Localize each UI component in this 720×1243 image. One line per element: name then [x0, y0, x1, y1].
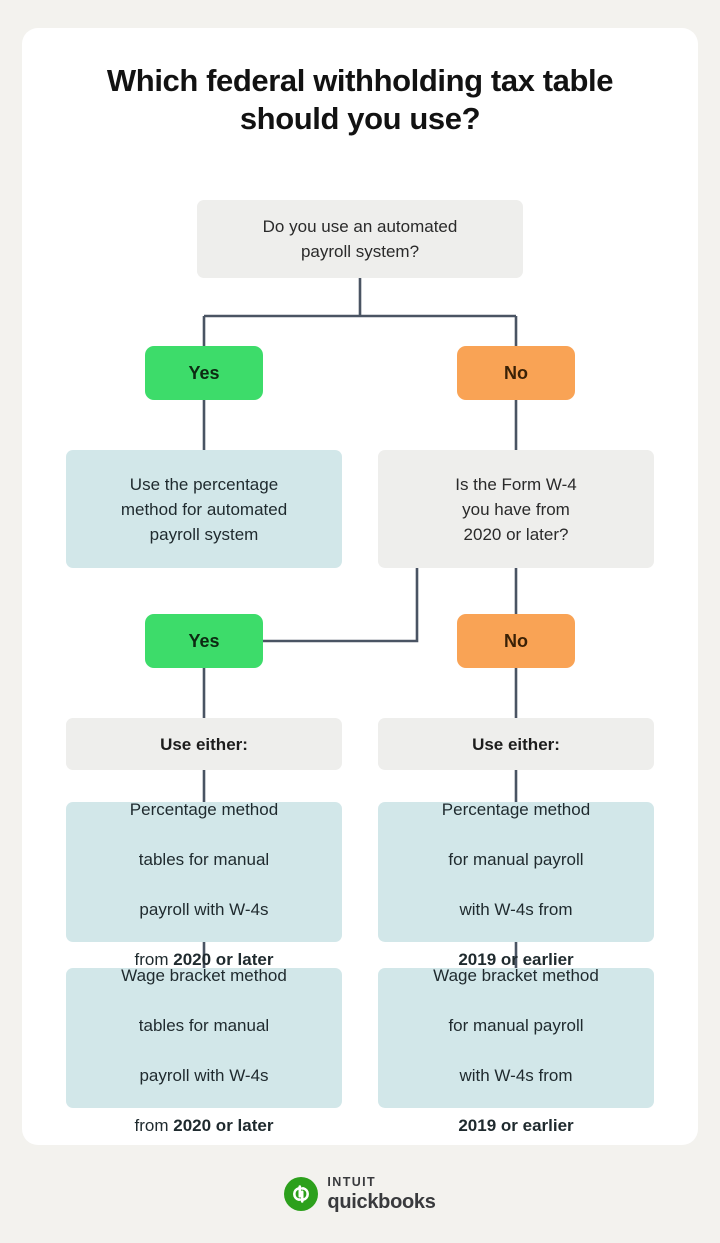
node-use-either-left: Use either: — [66, 718, 342, 770]
emphasis: 2019 or earlier — [458, 950, 574, 969]
line-1: Percentage method — [129, 800, 279, 819]
node-percentage-method-2020: Percentage method tables for manual payr… — [66, 800, 342, 969]
node-answer-percentage-automated: Use the percentage method for automated … — [66, 450, 342, 568]
line-3: with W-4s from — [459, 1066, 573, 1085]
node-text: Percentage method tables for manual payr… — [120, 772, 288, 972]
node-yes-automated[interactable]: Yes — [145, 346, 263, 400]
node-text: Percentage method for manual payroll wit… — [432, 772, 600, 972]
node-wage-bracket-method-2020: Wage bracket method tables for manual pa… — [66, 966, 342, 1135]
node-question-form-w4-year: Is the Form W-4 you have from 2020 or la… — [378, 450, 654, 568]
node-no-w4-2020-or-later[interactable]: No — [457, 614, 575, 668]
brand-intuit: INTUIT — [327, 1175, 377, 1189]
brand-wordmark: INTUIT quickbooks — [327, 1176, 435, 1212]
node-question-automated-payroll: Do you use an automated payroll system? — [197, 200, 523, 278]
line-2: tables for manual — [138, 850, 270, 869]
line-3: with W-4s from — [459, 900, 573, 919]
line-2: for manual payroll — [448, 1016, 584, 1035]
page-title: Which federal withholding tax table shou… — [106, 63, 614, 136]
node-wage-bracket-method-2019: Wage bracket method for manual payroll w… — [378, 966, 654, 1135]
line-4: from — [134, 1116, 174, 1135]
node-text: Wage bracket method for manual payroll w… — [423, 938, 609, 1138]
node-use-either-right: Use either: — [378, 718, 654, 770]
line-3: payroll with W-4s — [139, 900, 269, 919]
line-2: for manual payroll — [448, 850, 584, 869]
emphasis: 2020 or later — [173, 1116, 274, 1135]
line-1: Wage bracket method — [433, 966, 599, 985]
line-1: Wage bracket method — [121, 966, 287, 985]
line-3: payroll with W-4s — [139, 1066, 269, 1085]
brand-footer: INTUIT quickbooks — [0, 1176, 720, 1212]
node-yes-w4-2020-or-later[interactable]: Yes — [145, 614, 263, 668]
node-percentage-method-2019: Percentage method for manual payroll wit… — [378, 800, 654, 969]
brand-quickbooks: quickbooks — [327, 1190, 436, 1213]
line-1: Percentage method — [441, 800, 591, 819]
emphasis: 2020 or later — [173, 950, 274, 969]
line-4: from — [134, 950, 174, 969]
emphasis: 2019 or earlier — [458, 1116, 574, 1135]
quickbooks-logo-icon — [284, 1176, 319, 1211]
node-text: Wage bracket method tables for manual pa… — [111, 938, 297, 1138]
line-2: tables for manual — [138, 1016, 270, 1035]
node-no-automated[interactable]: No — [457, 346, 575, 400]
